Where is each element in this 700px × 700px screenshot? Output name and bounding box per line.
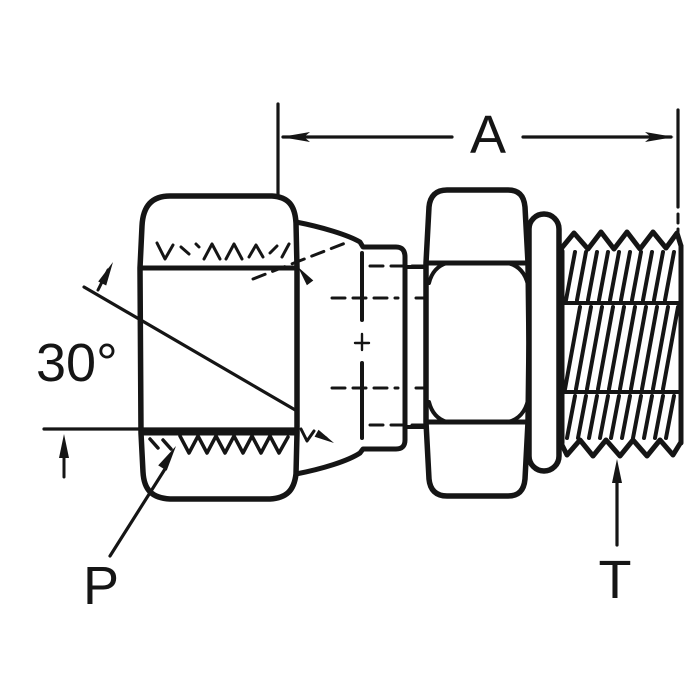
thread-flank-hatching [563,250,680,440]
angle-leader-line [82,285,299,413]
callout-p: P [83,446,176,616]
angle-arrow [98,262,113,286]
hidden-seat-line [251,240,350,281]
dim-arrow-right [645,132,674,142]
seat-arrow-upper [298,267,314,286]
reference-line-lower-left [42,427,298,479]
callout-t: T [599,459,632,610]
thread-crest-bottom [557,437,684,459]
up-arrow [59,434,69,458]
t-label: T [599,550,632,610]
washer [526,211,562,474]
cone-sleeve [251,219,535,477]
dim-arrow-left [281,132,310,142]
thread-crest-top [557,229,684,253]
dim-a-label: A [470,105,506,165]
seat-angle-annotation: 30° [36,262,299,413]
internal-thread-marks-upper [155,241,291,261]
p-arrow [158,446,176,471]
body-hex [423,187,532,499]
body-hex-outline [423,187,532,499]
p-leader-line [108,467,167,558]
internal-thread-marks-lower [148,434,290,455]
t-arrow [612,459,622,483]
swivel-nut-outline [137,193,300,502]
male-threads [557,229,684,459]
swivel-nut [137,193,300,502]
p-label: P [83,556,119,616]
cone-outline [293,219,408,477]
seat-arrow-lower [299,427,334,443]
angle-label: 30° [36,333,118,393]
hidden-bore-lines [251,240,535,440]
